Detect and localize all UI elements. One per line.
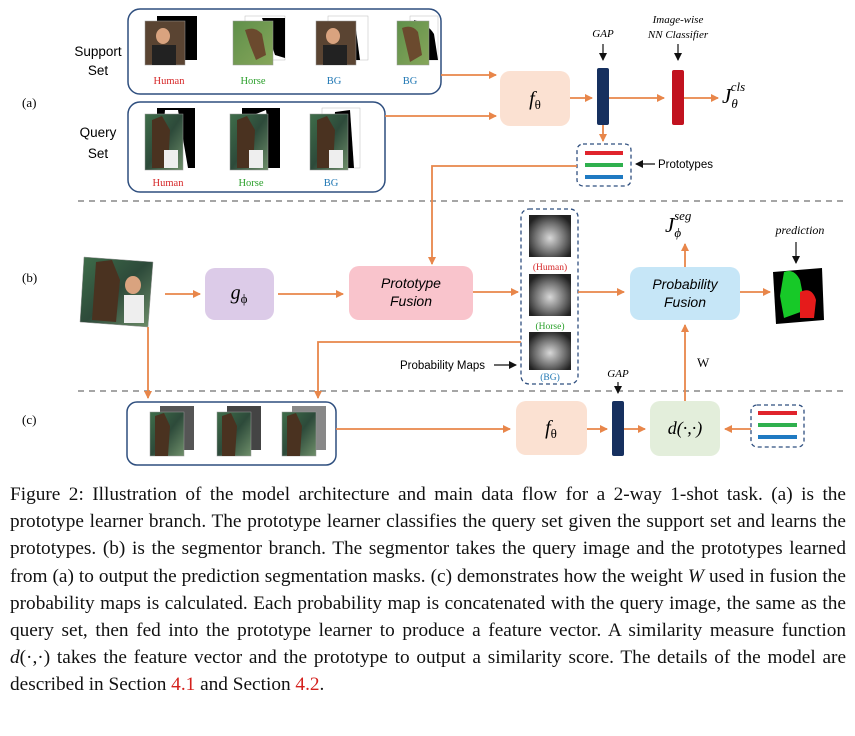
section-ref-4-2[interactable]: 4.2 xyxy=(295,674,320,696)
panel-label-a: (a) xyxy=(22,95,36,110)
query-image-2 xyxy=(229,108,280,171)
arrow-maps-to-c xyxy=(314,341,521,399)
d-function-label: d(·,·) xyxy=(668,418,703,439)
panel-label-c: (c) xyxy=(22,412,36,427)
classifier-label-2: NN Classifier xyxy=(647,29,709,41)
concat-image-3 xyxy=(281,406,326,457)
prototype-green-c xyxy=(758,423,797,427)
support-set-label-2: Set xyxy=(88,63,109,78)
concat-image-2 xyxy=(216,406,261,457)
figure-caption: Figure 2: Illustration of the model arch… xyxy=(10,484,846,696)
probability-maps-label: Probability Maps xyxy=(400,360,485,372)
query-image-b xyxy=(79,256,154,328)
prototype-red-c xyxy=(758,411,797,415)
query-image-1 xyxy=(144,108,195,171)
prototype-fusion-label-1: Prototype xyxy=(381,275,441,291)
concat-image-1 xyxy=(149,406,194,457)
probability-map-label-human: (Human) xyxy=(533,262,567,273)
support-caption-3: BG xyxy=(327,76,342,87)
weight-label: W xyxy=(697,355,710,370)
prototypes-label: Prototypes xyxy=(658,159,713,171)
probability-map-label-horse: (Horse) xyxy=(535,321,564,332)
d-function-box xyxy=(650,401,720,456)
support-image-4 xyxy=(396,15,439,66)
gap-label-a: GAP xyxy=(592,28,614,40)
support-caption-1: Human xyxy=(154,76,186,87)
prototype-red xyxy=(585,151,623,155)
g-phi-box xyxy=(205,268,274,320)
panel-label-b: (b) xyxy=(22,270,37,285)
support-set-label: Support xyxy=(74,44,122,59)
prototype-fusion-box xyxy=(349,266,473,320)
query-image-3 xyxy=(309,107,361,171)
section-ref-4-1[interactable]: 4.1 xyxy=(171,674,196,696)
probability-fusion-box xyxy=(630,267,740,320)
prediction-label: prediction xyxy=(775,223,825,237)
loss-cls: Jθcls xyxy=(722,79,745,111)
support-image-3 xyxy=(315,15,369,66)
prediction-mask xyxy=(773,268,824,324)
support-caption-4: BG xyxy=(403,76,418,87)
probability-map-bg xyxy=(529,332,571,370)
architecture-diagram: (a) (b) (c) Support Set Query Set Human … xyxy=(22,8,845,466)
probability-map-horse xyxy=(529,274,571,316)
gap-label-c: GAP xyxy=(607,368,629,380)
gap-bar-c xyxy=(612,401,624,456)
prototype-blue-c xyxy=(758,435,797,439)
classifier-label-1: Image-wise xyxy=(652,14,704,26)
f-theta-label-a: fθ xyxy=(529,88,541,112)
support-caption-2: Horse xyxy=(240,76,265,87)
g-phi-label: gϕ xyxy=(231,282,248,306)
f-theta-box-c xyxy=(516,401,587,455)
query-caption-3: BG xyxy=(324,178,339,189)
f-theta-box-a xyxy=(500,71,570,126)
probability-fusion-label-1: Probability xyxy=(652,276,718,292)
gap-bar-a xyxy=(597,68,609,125)
query-set-label-2: Set xyxy=(88,146,109,161)
loss-seg: Jϕseg xyxy=(665,208,692,240)
query-caption-2: Horse xyxy=(238,178,263,189)
support-image-2 xyxy=(232,15,286,66)
arrow-prototypes-to-fusion xyxy=(428,165,577,265)
prototype-blue xyxy=(585,175,623,179)
probability-map-human xyxy=(529,215,571,257)
f-theta-label-c: fθ xyxy=(545,417,557,441)
query-set-label: Query xyxy=(80,125,117,140)
prototype-green xyxy=(585,163,623,167)
prototype-fusion-label-2: Fusion xyxy=(390,293,432,309)
classifier-bar xyxy=(672,70,684,125)
probability-map-label-bg: (BG) xyxy=(540,372,560,383)
query-caption-1: Human xyxy=(153,178,185,189)
support-image-1 xyxy=(144,16,197,66)
probability-fusion-label-2: Fusion xyxy=(664,294,706,310)
